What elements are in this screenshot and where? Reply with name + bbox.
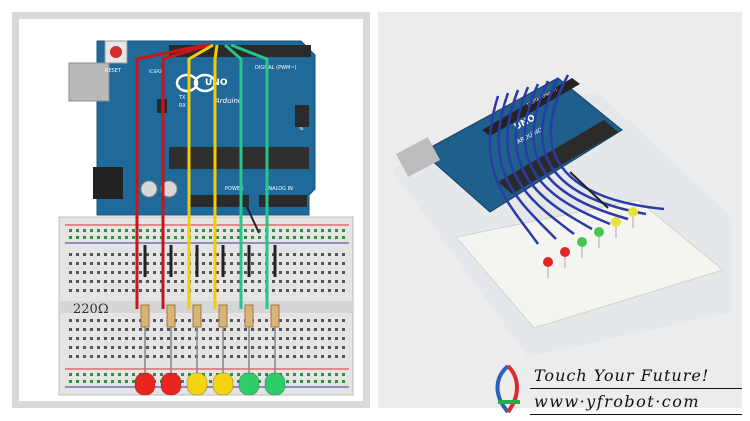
resistor bbox=[140, 304, 150, 328]
photo-led bbox=[628, 207, 638, 217]
circuit-diagram: RESET DIGITAL (PWM~) UNO Arduino ICSP2 L… bbox=[19, 19, 363, 401]
branding: Touch Your Future! www·yfrobot·com bbox=[490, 362, 745, 418]
led bbox=[238, 372, 260, 396]
left-panel: RESET DIGITAL (PWM~) UNO Arduino ICSP2 L… bbox=[12, 12, 370, 408]
resistor bbox=[270, 304, 280, 328]
jumper-wire bbox=[135, 43, 206, 309]
photo-usb-port bbox=[396, 137, 440, 177]
photo-led bbox=[594, 227, 604, 237]
photo-wires bbox=[488, 74, 665, 245]
photo-illustration-svg: UNO ARDUINO DIGITAL (PWM~) bbox=[392, 74, 732, 357]
digital-header bbox=[169, 45, 311, 57]
analog-header bbox=[259, 195, 307, 207]
resistor bbox=[218, 304, 228, 328]
jumper-wire bbox=[213, 44, 219, 309]
microcontroller-chip bbox=[169, 147, 309, 169]
right-panel: UNO ARDUINO DIGITAL (PWM~) bbox=[378, 12, 742, 408]
led bbox=[264, 372, 286, 396]
led bbox=[186, 372, 208, 396]
capacitor bbox=[160, 180, 178, 198]
breadboard bbox=[58, 216, 354, 396]
photo-jumper-wire bbox=[540, 77, 647, 216]
resistor bbox=[244, 304, 254, 328]
photo-jumper-wire bbox=[514, 86, 593, 231]
ground-wire bbox=[246, 206, 260, 234]
arduino-board: RESET DIGITAL (PWM~) UNO Arduino ICSP2 L… bbox=[68, 40, 316, 216]
jumper-wire bbox=[161, 43, 210, 309]
digital-label: DIGITAL (PWM~) bbox=[255, 65, 297, 71]
photo-leds bbox=[543, 207, 638, 278]
l-label: L bbox=[179, 85, 182, 91]
photo-jumper-wire bbox=[523, 83, 611, 226]
tx-label: TX bbox=[178, 95, 186, 101]
reset-button-cap bbox=[110, 46, 122, 58]
slogan-underline bbox=[530, 388, 742, 389]
resistor-value-label: 220Ω bbox=[73, 302, 109, 317]
photo-jumper-wire bbox=[549, 74, 665, 211]
photo-jumper-wire bbox=[488, 95, 540, 245]
power-header bbox=[189, 195, 249, 207]
jumper-wire bbox=[230, 43, 269, 309]
rx-label: RX bbox=[179, 103, 186, 109]
resistor bbox=[192, 304, 202, 328]
circuit-diagram-svg: RESET DIGITAL (PWM~) UNO Arduino ICSP2 L… bbox=[58, 40, 354, 396]
arduino-label: Arduino bbox=[214, 97, 242, 105]
photo-ground-wire bbox=[569, 171, 609, 209]
slogan: Touch Your Future! bbox=[534, 366, 710, 385]
photo-led bbox=[611, 217, 621, 227]
photo-arduino-board: UNO ARDUINO DIGITAL (PWM~) bbox=[396, 77, 623, 213]
jumper-wire bbox=[187, 43, 214, 309]
power-jack bbox=[93, 167, 123, 199]
photo-jumper-wire bbox=[532, 80, 629, 221]
led bbox=[160, 372, 182, 396]
led bbox=[134, 372, 156, 396]
circuit-components bbox=[134, 43, 286, 396]
power-label: POWER bbox=[225, 186, 244, 192]
icsp-header bbox=[295, 105, 309, 127]
url-underline bbox=[530, 414, 742, 415]
led bbox=[212, 372, 234, 396]
capacitor bbox=[140, 180, 158, 198]
website-link[interactable]: www·yfrobot·com bbox=[534, 392, 701, 411]
photo-led bbox=[577, 237, 587, 247]
photo-led bbox=[543, 257, 553, 267]
jumper-wire bbox=[224, 43, 243, 309]
resistor bbox=[166, 304, 176, 328]
icsp2-label: ICSP2 bbox=[149, 69, 162, 75]
photo-breadboard bbox=[455, 199, 725, 329]
photo-header bbox=[482, 78, 580, 136]
photo-jumper-wire bbox=[497, 92, 557, 240]
usb-port bbox=[68, 62, 110, 102]
reset-label: RESET bbox=[105, 68, 122, 74]
analog-label: ANALOG IN bbox=[265, 186, 293, 192]
photo-led bbox=[560, 247, 570, 257]
photo-jumper-wire bbox=[506, 89, 575, 235]
yfrobot-logo bbox=[495, 364, 520, 414]
photo-chip bbox=[498, 120, 618, 194]
